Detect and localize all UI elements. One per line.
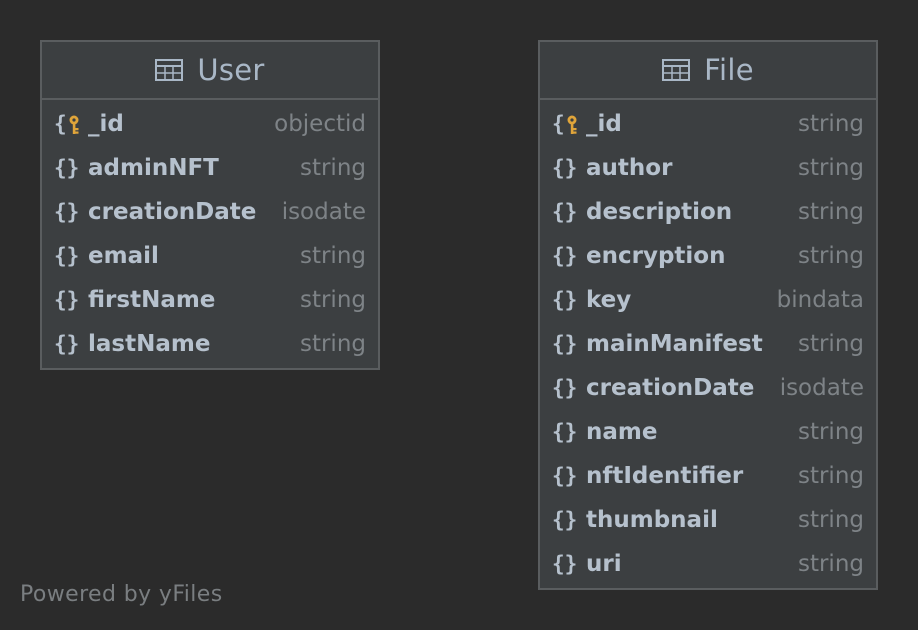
braces-icon: {} [54, 331, 84, 357]
field-type: string [797, 463, 864, 489]
field-row[interactable]: { _id string [540, 102, 876, 146]
field-name: _id [88, 111, 124, 137]
field-name: lastName [88, 331, 211, 357]
field-row[interactable]: {} thumbnail string [540, 498, 876, 542]
entity-header: User [42, 42, 378, 100]
braces-icon: {} [552, 551, 582, 577]
svg-text:{}: {} [552, 244, 577, 268]
svg-text:{}: {} [552, 332, 577, 356]
field-type: string [797, 419, 864, 445]
svg-text:{}: {} [54, 200, 79, 224]
braces-icon: {} [54, 287, 84, 313]
braces-icon: {} [552, 243, 582, 269]
field-type: isodate [281, 199, 366, 225]
watermark: Powered by yFiles [20, 582, 223, 607]
field-name: thumbnail [586, 507, 718, 533]
braces-icon: {} [552, 507, 582, 533]
svg-text:{: { [54, 112, 67, 136]
field-type: string [797, 111, 864, 137]
key-icon: { [552, 111, 582, 137]
field-name: adminNFT [88, 155, 219, 181]
svg-text:{}: {} [552, 156, 577, 180]
braces-icon: {} [552, 199, 582, 225]
braces-icon: {} [54, 199, 84, 225]
entity-title: User [197, 53, 265, 87]
field-row[interactable]: {} lastName string [42, 322, 378, 366]
field-type: string [797, 507, 864, 533]
field-name: name [586, 419, 658, 445]
svg-text:{}: {} [54, 332, 79, 356]
svg-text:{}: {} [552, 552, 577, 576]
field-type: string [299, 243, 366, 269]
field-name: description [586, 199, 733, 225]
svg-text:{}: {} [552, 508, 577, 532]
svg-text:{}: {} [552, 420, 577, 444]
field-type: string [299, 287, 366, 313]
svg-text:{}: {} [552, 376, 577, 400]
field-row[interactable]: {} email string [42, 234, 378, 278]
svg-text:{}: {} [54, 156, 79, 180]
entity-title: File [704, 53, 754, 87]
field-name: author [586, 155, 673, 181]
field-name: creationDate [586, 375, 755, 401]
field-type: string [797, 243, 864, 269]
svg-text:{}: {} [54, 244, 79, 268]
field-type: string [797, 331, 864, 357]
field-row[interactable]: {} firstName string [42, 278, 378, 322]
field-row[interactable]: {} mainManifest string [540, 322, 876, 366]
field-name: encryption [586, 243, 726, 269]
entity-header: File [540, 42, 876, 100]
field-row[interactable]: {} creationDate isodate [42, 190, 378, 234]
field-row[interactable]: {} creationDate isodate [540, 366, 876, 410]
field-row[interactable]: {} uri string [540, 542, 876, 586]
field-name: nftIdentifier [586, 463, 744, 489]
entity-user[interactable]: User { _id objectid {} adminNFT string {} creat… [40, 40, 380, 370]
field-type: string [797, 551, 864, 577]
field-row[interactable]: { _id objectid [42, 102, 378, 146]
field-type: isodate [779, 375, 864, 401]
field-type: objectid [274, 111, 366, 137]
field-name: creationDate [88, 199, 257, 225]
braces-icon: {} [552, 331, 582, 357]
field-row[interactable]: {} author string [540, 146, 876, 190]
field-row[interactable]: {} description string [540, 190, 876, 234]
field-list: { _id objectid {} adminNFT string {} creationDa… [42, 100, 378, 366]
field-name: key [586, 287, 632, 313]
braces-icon: {} [552, 463, 582, 489]
field-row[interactable]: {} name string [540, 410, 876, 454]
field-row[interactable]: {} encryption string [540, 234, 876, 278]
field-type: string [299, 331, 366, 357]
braces-icon: {} [552, 375, 582, 401]
table-icon [662, 59, 691, 81]
field-type: bindata [776, 287, 864, 313]
svg-text:{}: {} [54, 288, 79, 312]
braces-icon: {} [54, 155, 84, 181]
svg-text:{}: {} [552, 288, 577, 312]
field-type: string [299, 155, 366, 181]
table-icon [155, 59, 184, 81]
svg-text:{: { [552, 112, 565, 136]
field-row[interactable]: {} key bindata [540, 278, 876, 322]
field-name: _id [586, 111, 622, 137]
field-name: firstName [88, 287, 216, 313]
field-name: uri [586, 551, 622, 577]
field-name: email [88, 243, 159, 269]
field-type: string [797, 199, 864, 225]
svg-text:{}: {} [552, 464, 577, 488]
key-icon: { [54, 111, 84, 137]
braces-icon: {} [552, 419, 582, 445]
field-type: string [797, 155, 864, 181]
braces-icon: {} [552, 287, 582, 313]
svg-text:{}: {} [552, 200, 577, 224]
field-row[interactable]: {} adminNFT string [42, 146, 378, 190]
field-name: mainManifest [586, 331, 763, 357]
braces-icon: {} [552, 155, 582, 181]
field-row[interactable]: {} nftIdentifier string [540, 454, 876, 498]
braces-icon: {} [54, 243, 84, 269]
